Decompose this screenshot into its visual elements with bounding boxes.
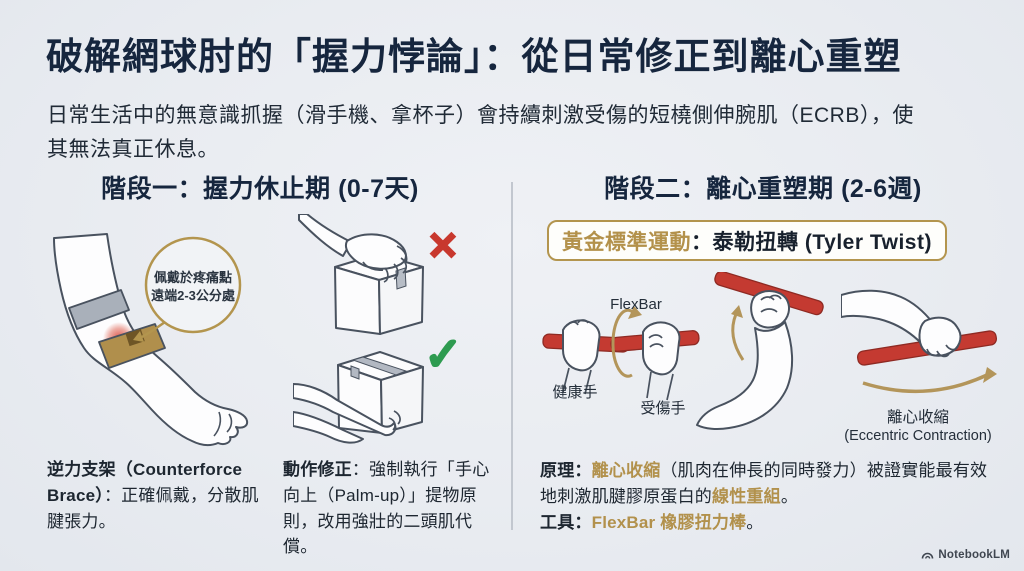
column-divider — [511, 182, 513, 530]
healthy-hand-shape — [562, 319, 601, 372]
principle-caption: 原理：離心收縮（肌肉在伸長的同時發力）被證實能最有效地刺激肌腱膠原蛋白的線性重組… — [540, 458, 1002, 535]
page-subtitle: 日常生活中的無意識抓握（滑手機、拿杯子）會持續刺激受傷的短橈側伸腕肌（ECRB）… — [47, 104, 914, 161]
upper-strap — [68, 289, 130, 330]
gripping-hand-shape — [918, 316, 962, 357]
phase2-heading: 階段二：離心重塑期 (2-6週) — [604, 175, 922, 203]
brace-callout-line1: 佩戴於疼痛點 — [153, 270, 232, 285]
principle-end: 。 — [780, 486, 799, 506]
correct-lift-illustration — [293, 351, 424, 444]
callout-arrowhead — [133, 331, 144, 342]
brace-caption-rest: ：正確佩戴，分散肌腱張力。 — [47, 485, 259, 531]
injured-hand-label: 受傷手 — [640, 400, 686, 417]
badge-gold-text: 黃金標準運動 — [562, 230, 692, 254]
lift-arrow — [731, 313, 745, 361]
healthy-hand-label: 健康手 — [552, 384, 598, 401]
finger-lines — [213, 411, 233, 437]
principle-gold2: 線性重組 — [712, 486, 781, 506]
arm-shape — [53, 233, 249, 447]
gripping-hand — [345, 233, 407, 270]
principle-label: 原理： — [540, 461, 592, 480]
correct-icon: ✓ — [423, 328, 463, 380]
callout-circle — [144, 236, 242, 334]
motion-caption-bold: 動作修正 — [283, 460, 352, 479]
tool-gold: FlexBar 橡膠扭力棒 — [591, 512, 747, 532]
brace-callout-line2: 遠端2-3公分處 — [151, 288, 235, 303]
principle-gold1: 離心收縮 — [591, 461, 661, 480]
phase1-heading: 階段一：握力休止期 (0-7天) — [101, 175, 419, 203]
callout-arrow — [141, 320, 166, 339]
flexbar-lift-illustration — [696, 272, 824, 430]
brand-name: NotebookLM — [938, 548, 1010, 561]
eccentric-arrowhead — [983, 367, 997, 383]
eccentric-illustration — [841, 289, 998, 394]
badge-dark-text: ：泰勒扭轉 (Tyler Twist) — [691, 230, 932, 254]
brace-arm-illustration — [53, 233, 249, 447]
box-tape — [351, 356, 408, 376]
eccentric-label-en: (Eccentric Contraction) — [844, 428, 992, 444]
injured-hand-shape — [642, 321, 681, 376]
wrong-lift-illustration — [298, 214, 424, 335]
twist-arrow — [611, 308, 636, 378]
eccentric-label-zh: 離心收縮 — [886, 409, 949, 426]
twist-arrowhead — [628, 306, 642, 319]
motion-caption-rest: ：強制執行「手心向上（Palm-up）」提物原則，改用強壯的二頭肌代償。 — [283, 460, 490, 557]
notebooklm-icon — [922, 552, 934, 559]
tool-label: 工具： — [540, 512, 592, 532]
flexbar-twist-illustration — [542, 306, 700, 401]
wrong-icon: ✕ — [426, 226, 460, 268]
brand-footer: NotebookLM — [921, 548, 1010, 561]
principle-line: 原理：離心收縮（肌肉在伸長的同時發力）被證實能最有效地刺激肌腱膠原蛋白的線性重組… — [540, 458, 1002, 510]
counterforce-brace-strap — [98, 323, 166, 369]
tool-line: 工具：FlexBar 橡膠扭力棒。 — [540, 510, 1002, 536]
gold-standard-badge: 黃金標準運動：泰勒扭轉 (Tyler Twist) — [547, 220, 947, 261]
flexbar-label: FlexBar — [610, 296, 662, 313]
eccentric-arrow — [862, 373, 988, 394]
brace-caption: 逆力支架（Counterforce Brace）：正確佩戴，分散肌腱張力。 — [47, 457, 265, 534]
brace-caption-bold: 逆力支架（Counterforce Brace） — [47, 460, 243, 505]
lift-arrowhead — [731, 305, 743, 318]
page-title: 破解網球肘的「握力悖論」：從日常修正到離心重塑 — [46, 36, 902, 77]
principle-mid: （肌肉在伸長的同時發力）被證實能最有效地刺激肌腱膠原蛋白的 — [540, 461, 988, 506]
motion-caption: 動作修正：強制執行「手心向上（Palm-up）」提物原則，改用強壯的二頭肌代償。 — [283, 457, 505, 560]
tool-end: 。 — [746, 512, 764, 532]
raised-arm-shape — [696, 321, 794, 430]
